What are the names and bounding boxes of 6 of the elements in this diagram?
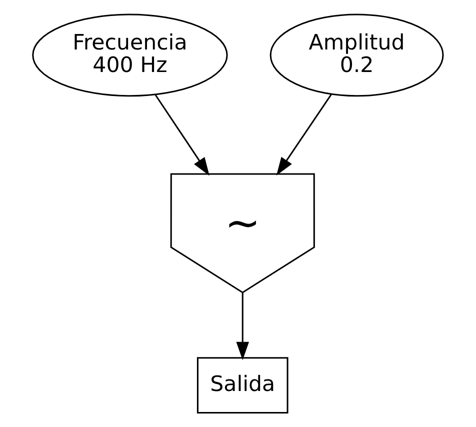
arrow <box>236 292 250 360</box>
node-box: Salida <box>196 357 288 414</box>
node-ellipse: Amplitud 0.2 <box>270 14 444 97</box>
node-ellipse: Frecuencia 400 Hz <box>32 14 228 97</box>
arrow <box>154 94 210 176</box>
arrow <box>276 94 332 176</box>
